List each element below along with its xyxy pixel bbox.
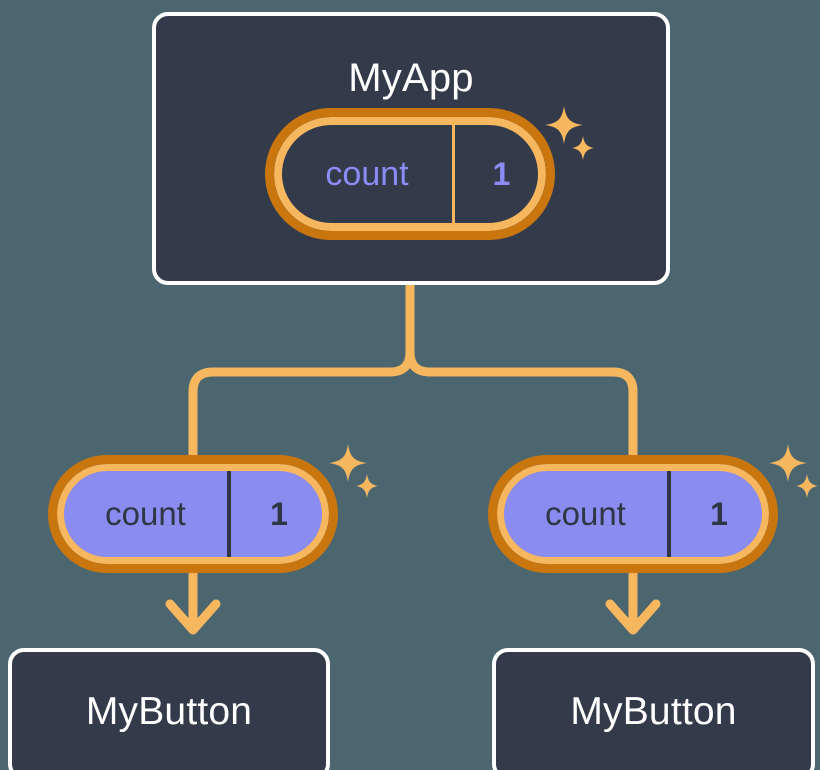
- component-node-mybutton-right[interactable]: MyButton: [492, 648, 815, 770]
- component-label-myapp: MyApp: [348, 56, 474, 100]
- state-key-label: count: [325, 154, 409, 193]
- state-pill-inner: count 1: [57, 464, 329, 564]
- state-pill-child-left[interactable]: count 1: [48, 455, 338, 573]
- state-key-label: count: [545, 495, 626, 532]
- state-pill-outer-ring: count 1: [488, 455, 778, 573]
- state-value-label: 1: [667, 471, 762, 557]
- state-pill-outer-ring: count 1: [265, 108, 555, 240]
- state-pill-myapp[interactable]: count 1: [265, 108, 555, 240]
- state-value-label: 1: [227, 471, 322, 557]
- state-pill-outer-ring: count 1: [48, 455, 338, 573]
- arrowhead-left: [165, 599, 221, 635]
- component-node-mybutton-left[interactable]: MyButton: [8, 648, 330, 770]
- edge-root-to-left-state: [188, 280, 415, 467]
- edge-root-to-right-state: [405, 280, 638, 467]
- state-pill-inner: count 1: [274, 117, 546, 231]
- state-value-label: 1: [452, 125, 538, 223]
- state-key-label: count: [105, 495, 186, 532]
- state-pill-child-right[interactable]: count 1: [488, 455, 778, 573]
- component-label-mybutton-right: MyButton: [570, 690, 737, 733]
- component-label-mybutton-left: MyButton: [85, 690, 253, 733]
- arrowhead-right: [605, 599, 661, 635]
- state-pill-inner: count 1: [497, 464, 769, 564]
